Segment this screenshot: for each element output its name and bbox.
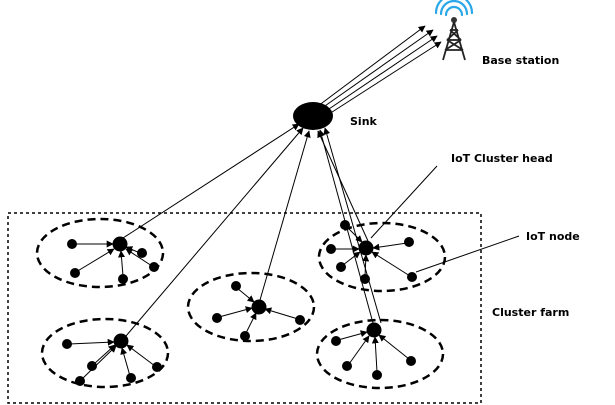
iot-node <box>404 237 414 247</box>
iot-node <box>326 244 336 254</box>
sink-icon <box>293 102 333 130</box>
signal-waves <box>434 0 474 17</box>
cluster-head-pointer <box>370 165 438 239</box>
iot-node <box>295 315 305 325</box>
cluster-4 <box>40 317 170 389</box>
iot-node <box>240 331 250 341</box>
cluster-5 <box>315 318 445 390</box>
cluster-head-node <box>358 240 374 256</box>
iot-node <box>372 370 382 380</box>
iot-node <box>407 272 417 282</box>
cluster-head-node <box>113 333 129 349</box>
iot-node <box>231 281 241 291</box>
member-links <box>68 226 411 380</box>
iot-node <box>118 274 128 284</box>
cluster-head-node <box>366 322 382 338</box>
cluster-heads <box>112 236 382 349</box>
cluster-farm-label: Cluster farm <box>492 306 569 319</box>
sink-to-base-links <box>317 25 442 115</box>
iot-node <box>67 239 77 249</box>
iot-node <box>152 362 162 372</box>
iot-node <box>406 356 416 366</box>
clusters <box>35 217 447 390</box>
iot-node <box>137 248 147 258</box>
cluster-head-label: IoT Cluster head <box>451 152 553 165</box>
iot-node <box>212 313 222 323</box>
cluster-head-node <box>251 299 267 315</box>
cluster-3 <box>317 221 447 293</box>
cluster-1 <box>35 217 165 289</box>
iot-node <box>149 262 159 272</box>
iot-node <box>360 274 370 284</box>
sink-label: Sink <box>350 115 378 128</box>
iot-node <box>75 376 85 386</box>
base-station-label: Base station <box>482 54 559 67</box>
iot-node <box>62 339 72 349</box>
iot-node <box>340 220 350 230</box>
iot-nodes <box>62 220 417 386</box>
iot-node <box>342 361 352 371</box>
cluster-farm-boundary <box>7 212 482 404</box>
iot-node <box>331 336 341 346</box>
cluster-2 <box>186 271 316 343</box>
iot-node <box>70 268 80 278</box>
iot-node-label: IoT node <box>526 230 580 243</box>
iot-node <box>336 262 346 272</box>
iot-node-pointer <box>415 235 520 273</box>
iot-node <box>126 373 136 383</box>
head-to-sink-links <box>122 123 382 337</box>
antenna-tower-icon <box>434 0 474 61</box>
cluster-head-node <box>112 236 128 252</box>
iot-node <box>87 361 97 371</box>
